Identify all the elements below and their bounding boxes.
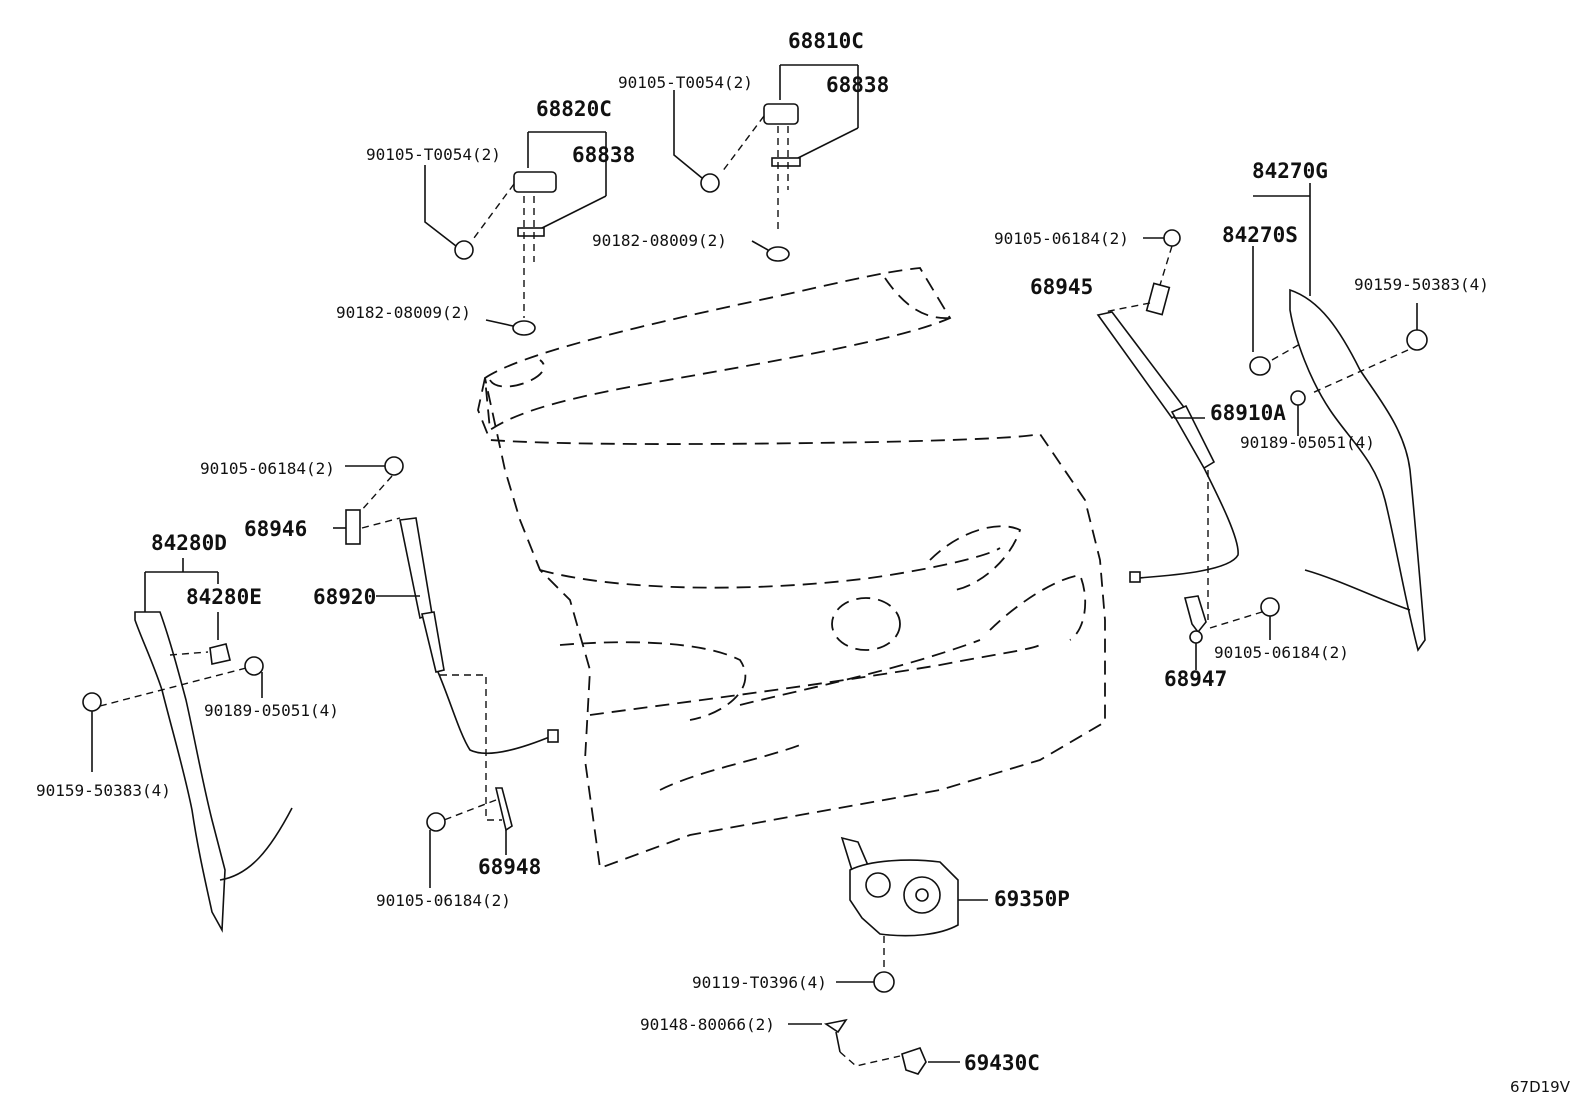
label-68946: 68946: [244, 517, 307, 541]
label-68820C: 68820C: [536, 97, 612, 121]
label-69350P: 69350P: [994, 887, 1070, 911]
label-84270S: 84270S: [1222, 223, 1298, 247]
motor-69350P: [836, 836, 988, 993]
bolt-90189-05051-right: [1290, 390, 1306, 436]
hinge-68810C: [673, 64, 859, 262]
label-84280D: 84280D: [151, 531, 227, 555]
bracket-68947: [1183, 470, 1280, 670]
diagram-code: 67D19V: [1510, 1078, 1571, 1096]
label-90159-50383-left: 90159-50383(4): [36, 781, 171, 800]
bracket-68948: [426, 787, 513, 888]
label-90105-06184-top-right: 90105-06184(2): [994, 229, 1129, 248]
label-68838-top: 68838: [826, 73, 889, 97]
label-84270G: 84270G: [1252, 159, 1328, 183]
strut-68920: [333, 456, 559, 821]
label-68945: 68945: [1030, 275, 1093, 299]
label-90182-08009-left: 90182-08009(2): [336, 303, 471, 322]
label-90148-80066: 90148-80066(2): [640, 1015, 775, 1034]
trim-84280D: [99, 558, 293, 933]
label-90105-T0054-top: 90105-T0054(2): [618, 73, 753, 92]
label-68838-left: 68838: [572, 143, 635, 167]
clip-90159-50383-right: [1406, 303, 1428, 351]
label-90159-50383-right: 90159-50383(4): [1354, 275, 1489, 294]
label-69430C: 69430C: [964, 1051, 1040, 1075]
label-68910A: 68910A: [1210, 401, 1286, 425]
label-68920: 68920: [313, 585, 376, 609]
label-68948: 68948: [478, 855, 541, 879]
bumper-69430C: [901, 1047, 960, 1075]
label-90105-T0054-left: 90105-T0054(2): [366, 145, 501, 164]
label-90119-T0396: 90119-T0396(4): [692, 973, 827, 992]
label-68947: 68947: [1164, 667, 1227, 691]
label-90105-06184-bottom-right: 90105-06184(2): [1214, 643, 1349, 662]
back-door-outline: [477, 267, 1106, 870]
clip-90159-50383-left: [82, 692, 102, 772]
label-90182-08009-top: 90182-08009(2): [592, 231, 727, 250]
label-90189-05051-right: 90189-05051(4): [1240, 433, 1375, 452]
label-90105-06184-bottom-left: 90105-06184(2): [376, 891, 511, 910]
strut-68910A: [1096, 229, 1239, 583]
trim-84270G: [1249, 183, 1426, 652]
label-84280E: 84280E: [186, 585, 262, 609]
hinge-68820C: [424, 131, 607, 336]
label-90105-06184-left: 90105-06184(2): [200, 459, 335, 478]
label-68810C: 68810C: [788, 29, 864, 53]
label-90189-05051-left: 90189-05051(4): [204, 701, 339, 720]
screw-90148-80066: [788, 1018, 901, 1067]
bolt-90189-05051-left: [244, 656, 264, 698]
